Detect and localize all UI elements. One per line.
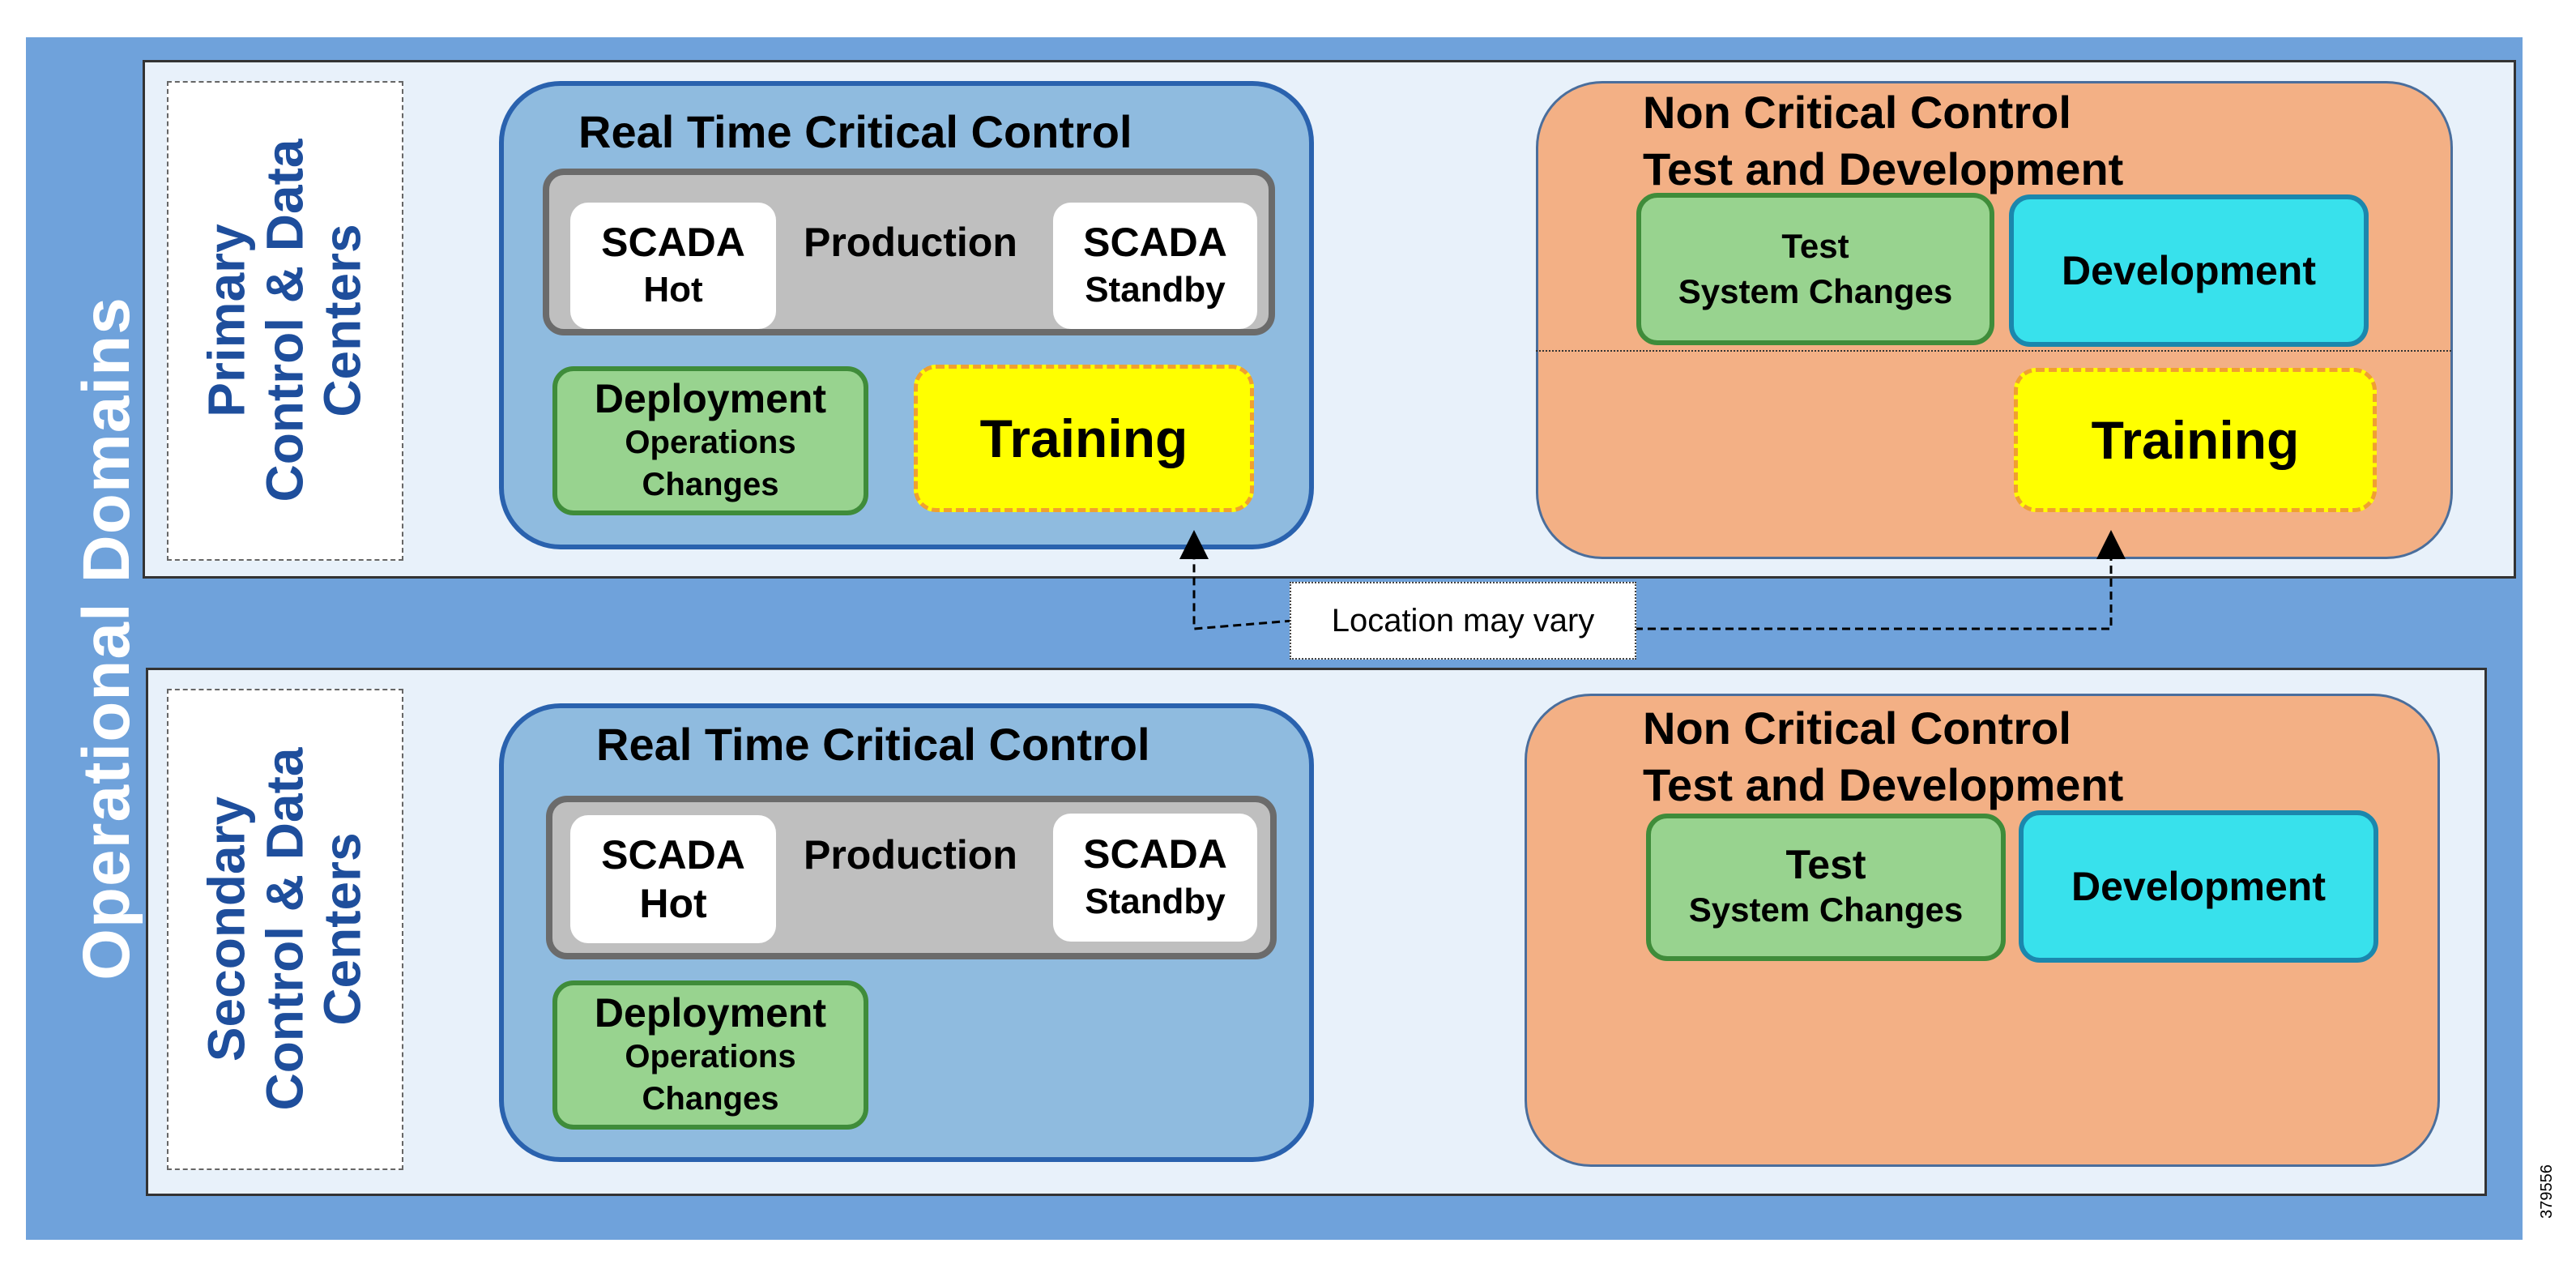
primary-rtcc-training-box: Training <box>914 365 1254 512</box>
secondary-deployment-line-2: Operations <box>625 1039 796 1074</box>
secondary-ncc-title: Non Critical Control Test and Developmen… <box>1643 700 2123 814</box>
primary-test-line-1: Test <box>1781 227 1849 265</box>
secondary-scada-standby: SCADA Standby <box>1053 814 1257 942</box>
secondary-ncc-title-line-1: Non Critical Control <box>1643 703 2071 754</box>
primary-scada-hot-line-1: SCADA <box>601 220 745 265</box>
primary-scada-hot: SCADA Hot <box>570 203 776 329</box>
connector-to-rtcc-training <box>1179 530 1294 630</box>
primary-ncc-title: Non Critical Control Test and Developmen… <box>1643 84 2123 198</box>
secondary-scada-hot-line-2: Hot <box>639 881 707 926</box>
secondary-rtcc-title: Real Time Critical Control <box>596 719 1150 770</box>
secondary-scada-hot-line-1: SCADA <box>601 832 745 878</box>
primary-test-line-2: System Changes <box>1678 272 1953 310</box>
location-may-vary-label: Location may vary <box>1290 582 1636 660</box>
primary-scada-standby-line-1: SCADA <box>1083 220 1227 265</box>
primary-ncc-training-box: Training <box>2014 368 2377 512</box>
primary-test-box: Test System Changes <box>1636 193 1994 345</box>
primary-scada-hot-line-2: Hot <box>643 270 703 310</box>
figure-id-text: 379556 <box>2537 1164 2556 1219</box>
primary-deployment-line-1: Deployment <box>594 376 827 421</box>
figure-id: 379556 <box>2531 1155 2563 1228</box>
primary-ncc-title-line-1: Non Critical Control <box>1643 87 2071 138</box>
secondary-production-label: Production <box>804 832 1017 878</box>
primary-scada-standby: SCADA Standby <box>1053 203 1257 329</box>
secondary-region-label: Secondary Control & Data Centers <box>167 689 403 1170</box>
secondary-test-box: Test System Changes <box>1646 814 2006 961</box>
primary-scada-standby-line-2: Standby <box>1085 270 1226 310</box>
secondary-scada-standby-line-1: SCADA <box>1083 831 1227 877</box>
secondary-deployment-box: Deployment Operations Changes <box>552 980 868 1130</box>
connector-to-ncc-training <box>1635 530 2126 630</box>
primary-production-label: Production <box>804 220 1017 265</box>
primary-ncc-title-line-2: Test and Development <box>1643 143 2124 194</box>
secondary-development-box: Development <box>2019 810 2378 963</box>
primary-deployment-line-2: Operations <box>625 425 796 460</box>
primary-development-box: Development <box>2009 194 2369 347</box>
primary-ncc-divider <box>1536 350 2451 352</box>
secondary-deployment-line-1: Deployment <box>594 990 827 1036</box>
primary-deployment-box: Deployment Operations Changes <box>552 366 868 515</box>
primary-region-label: Primary Control & Data Centers <box>167 81 403 561</box>
primary-rtcc-title: Real Time Critical Control <box>578 106 1132 157</box>
secondary-ncc-title-line-2: Test and Development <box>1643 759 2124 810</box>
secondary-test-line-1: Test <box>1785 842 1866 887</box>
secondary-deployment-line-3: Changes <box>642 1081 779 1117</box>
primary-deployment-line-3: Changes <box>642 467 779 502</box>
secondary-scada-standby-line-2: Standby <box>1085 882 1226 921</box>
secondary-test-line-2: System Changes <box>1688 891 1964 929</box>
secondary-scada-hot: SCADA Hot <box>570 815 776 943</box>
